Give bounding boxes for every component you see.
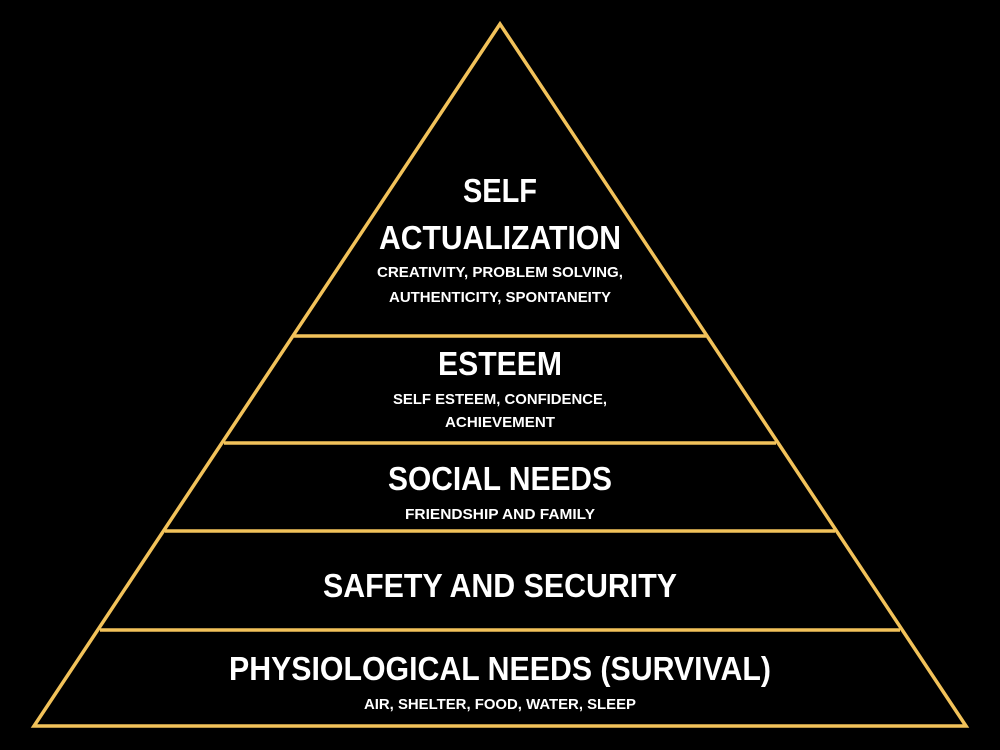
tier-esteem: ESTEEM SELF ESTEEM, CONFIDENCE, ACHIEVEM… [393, 345, 607, 431]
tier-safety-and-security: SAFETY AND SECURITY [323, 567, 677, 604]
tier-self-actualization-detail-line2: AUTHENTICITY, SPONTANEITY [389, 289, 611, 306]
tier-physiological-needs-title: PHYSIOLOGICAL NEEDS (SURVIVAL) [229, 650, 771, 687]
tier-social-needs-detail: FRIENDSHIP AND FAMILY [405, 506, 595, 523]
tier-esteem-detail-line2: ACHIEVEMENT [445, 414, 555, 431]
tier-self-actualization: SELF ACTUALIZATION CREATIVITY, PROBLEM S… [377, 172, 623, 306]
tier-esteem-title: ESTEEM [438, 345, 562, 382]
tier-physiological-needs-detail: AIR, SHELTER, FOOD, WATER, SLEEP [364, 696, 636, 713]
tier-social-needs-title: SOCIAL NEEDS [388, 460, 612, 497]
tier-esteem-detail-line1: SELF ESTEEM, CONFIDENCE, [393, 391, 607, 408]
tier-social-needs: SOCIAL NEEDS FRIENDSHIP AND FAMILY [388, 460, 612, 523]
tier-self-actualization-title-line1: SELF [463, 172, 537, 209]
tier-self-actualization-detail-line1: CREATIVITY, PROBLEM SOLVING, [377, 264, 623, 281]
tier-safety-and-security-title: SAFETY AND SECURITY [323, 567, 677, 604]
tier-physiological-needs: PHYSIOLOGICAL NEEDS (SURVIVAL) AIR, SHEL… [229, 650, 771, 713]
pyramid-outline [30, 20, 970, 728]
tier-self-actualization-title-line2: ACTUALIZATION [379, 219, 621, 256]
